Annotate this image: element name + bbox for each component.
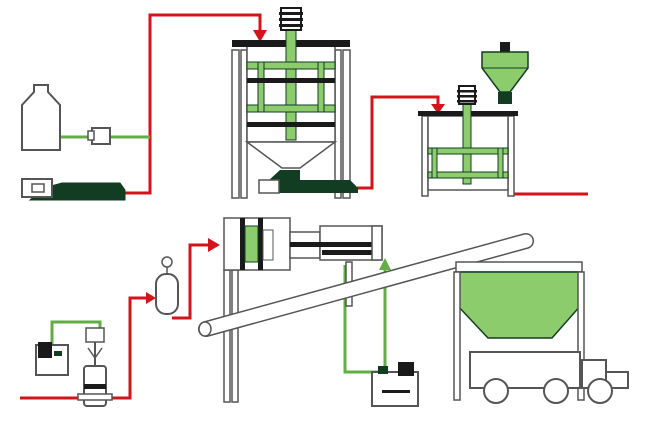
hydraulic-power-unit xyxy=(371,362,419,407)
feed-line-mid xyxy=(357,95,440,190)
conveyor-belt xyxy=(198,232,534,338)
arrowhead-dampener xyxy=(146,292,156,304)
agitator-motor xyxy=(279,7,303,31)
arrowhead-mixer xyxy=(253,30,267,42)
truck-hopper xyxy=(453,261,585,401)
feed-line-top xyxy=(125,13,262,195)
red-arrowheads xyxy=(146,30,445,304)
arrowhead-cylinder xyxy=(208,238,220,252)
dampener-to-cylinder-line xyxy=(172,243,212,320)
red-process-lines xyxy=(20,13,588,400)
hydraulic-cylinder xyxy=(223,217,383,403)
screw-feeder xyxy=(21,178,126,201)
truck xyxy=(469,351,629,404)
green-arrowhead xyxy=(379,258,391,270)
arrowhead-small-mixer xyxy=(431,104,445,114)
small-mixer-motor xyxy=(457,85,477,105)
pump-to-dampener-line xyxy=(112,296,148,400)
conical-hopper xyxy=(481,42,529,104)
lower-left-loop xyxy=(50,320,102,348)
hpu-return-line xyxy=(343,265,378,374)
mixing-vessel xyxy=(231,29,351,199)
piston-pump xyxy=(77,327,113,407)
pulse-dampener xyxy=(155,256,179,315)
liquid-tank xyxy=(21,84,61,151)
small-mixer xyxy=(418,103,518,197)
hydraulic-motor-left xyxy=(35,342,69,376)
vessel-screw-feeder xyxy=(258,170,358,194)
dosing-pump xyxy=(87,127,111,145)
